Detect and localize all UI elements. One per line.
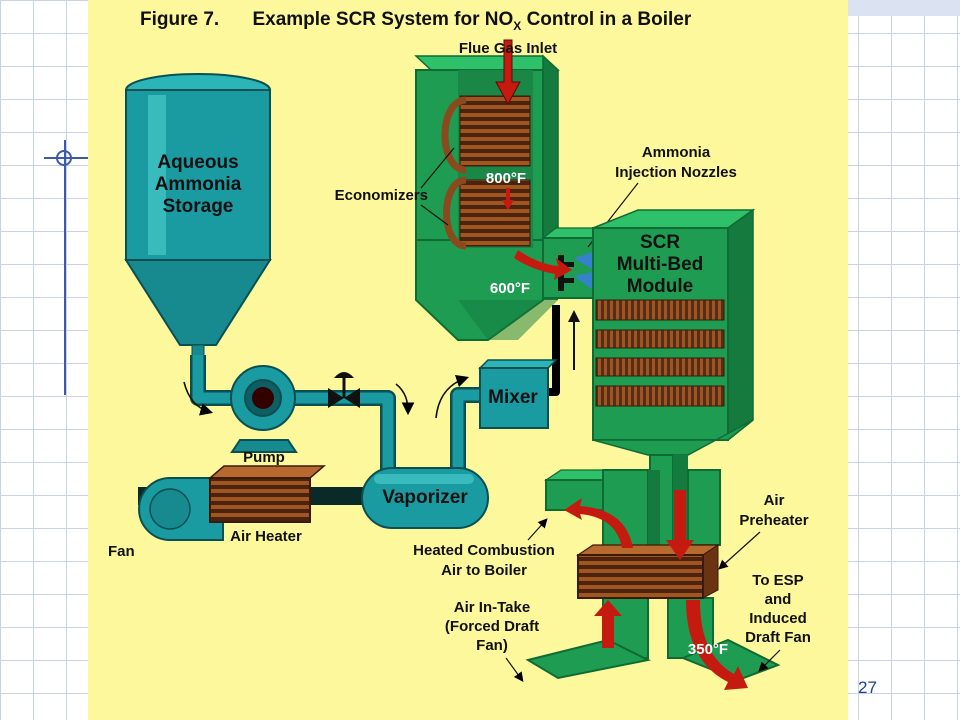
exhaust-arrow xyxy=(686,600,748,690)
flue-gas-arrow xyxy=(495,39,521,106)
scr-label-1: SCR xyxy=(640,232,680,253)
scr-system-diagram: Figure 7. Example SCR System for NOX Con… xyxy=(88,0,848,720)
tank-label-1: Aqueous xyxy=(157,152,238,173)
ammonia-nozzles-label-2: Injection Nozzles xyxy=(615,164,737,181)
slide-decoration-line-vertical xyxy=(64,140,66,395)
figure-title-subscript: X xyxy=(513,19,521,33)
scr-label-3: Module xyxy=(627,276,694,297)
mixer xyxy=(478,359,558,429)
ammonia-storage-tank xyxy=(124,73,272,358)
temp-600-label: 600°F xyxy=(490,280,530,297)
figure-number: Figure 7. xyxy=(140,9,219,30)
slide-decoration-line xyxy=(44,157,104,159)
flue-down-arrow xyxy=(666,490,694,560)
boiler-economizer-duct xyxy=(414,54,560,341)
air-preheater-label-1: Air xyxy=(764,492,785,509)
tank-label-2: Ammonia xyxy=(155,174,242,195)
air-heater-label: Air Heater xyxy=(230,528,302,545)
intake-up-arrow xyxy=(594,600,622,648)
tank-label-3: Storage xyxy=(163,196,234,217)
flue-gas-inlet-label: Flue Gas Inlet xyxy=(459,40,557,57)
esp-label-1: To ESP xyxy=(752,572,803,589)
fan-label: Fan xyxy=(108,543,135,560)
slide-page-number: 27 xyxy=(858,678,877,697)
heated-air-arrow xyxy=(564,498,633,548)
esp-label-2: and xyxy=(765,591,792,608)
flow-arrow-pump xyxy=(183,381,214,416)
heated-air-label-1: Heated Combustion xyxy=(413,542,555,559)
air-preheater-leader xyxy=(718,531,761,570)
figure-title-end: Control in a Boiler xyxy=(521,9,692,30)
pump xyxy=(230,365,298,453)
temp-800-label: 800°F xyxy=(486,170,526,187)
slide-corner-band xyxy=(848,0,960,16)
flow-arrow-valve xyxy=(395,383,415,416)
figure-title: Figure 7. Example SCR System for NOX Con… xyxy=(140,9,692,33)
heated-air-label-2: Air to Boiler xyxy=(441,562,527,579)
mixer-label: Mixer xyxy=(488,387,538,408)
esp-label-3: Induced xyxy=(749,610,807,627)
air-intake-label-1: Air In-Take xyxy=(454,599,530,616)
economizers-leader-2 xyxy=(420,147,455,189)
economizers-label: Economizers xyxy=(335,187,428,204)
heated-air-leader xyxy=(527,518,548,541)
scr-module xyxy=(592,208,756,456)
air-intake-leader xyxy=(505,657,524,682)
valve-icon xyxy=(328,372,360,408)
esp-leader xyxy=(758,649,781,672)
slide-decoration-circle xyxy=(56,150,72,166)
scr-label-2: Multi-Bed xyxy=(617,254,704,275)
pump-label: Pump xyxy=(243,449,285,466)
vaporizer-label: Vaporizer xyxy=(382,487,468,508)
air-heater xyxy=(207,465,327,523)
duct-flow-arrow xyxy=(502,188,514,210)
gas-flow-arrow-right xyxy=(514,250,572,280)
vaporizer xyxy=(361,467,489,529)
air-intake-label-2: (Forced Draft xyxy=(445,618,539,635)
air-preheater-label-2: Preheater xyxy=(739,512,808,529)
ammonia-nozzles-label-1: Ammonia xyxy=(642,144,711,161)
esp-label-4: Draft Fan xyxy=(745,629,811,646)
flow-arrow-mixer xyxy=(435,374,470,419)
air-intake-label-3: Fan) xyxy=(476,637,508,654)
figure-title-main: Example SCR System for NO xyxy=(252,9,513,30)
economizers-leader xyxy=(420,204,449,226)
temp-350-label: 350°F xyxy=(688,641,728,658)
air-preheater xyxy=(576,544,720,599)
